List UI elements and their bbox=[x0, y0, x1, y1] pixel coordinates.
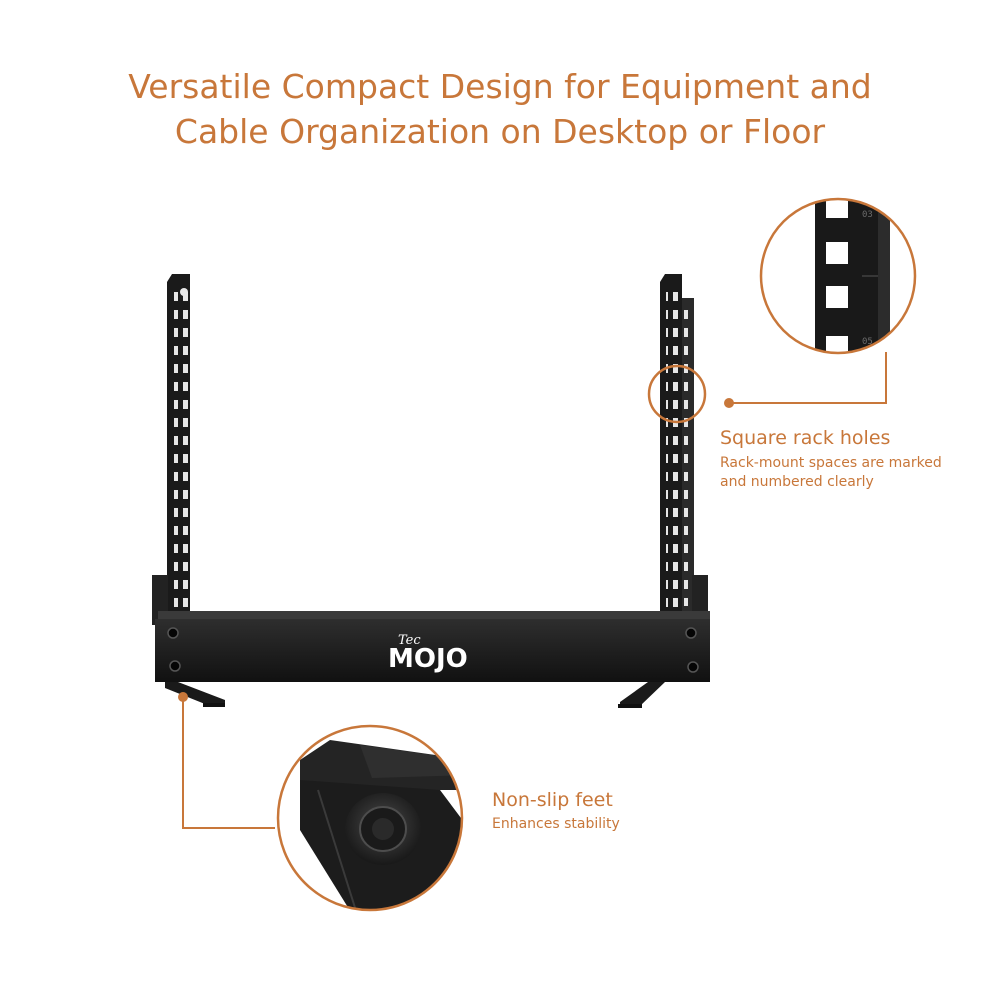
left-rail bbox=[152, 274, 190, 625]
right-rail bbox=[660, 274, 708, 625]
rack-holes-leader-line bbox=[729, 352, 887, 404]
rack-holes-description-line-1: Rack-mount spaces are marked bbox=[720, 455, 942, 471]
rail-number-03: 03 bbox=[862, 210, 873, 220]
feet-leader-line bbox=[182, 700, 275, 829]
headline: Versatile Compact Design for Equipment a… bbox=[0, 64, 1000, 154]
rack-frame: Tec MOJO bbox=[152, 274, 710, 708]
brand-logo-small: Tec bbox=[398, 633, 421, 648]
rack-holes-zoom-ring bbox=[759, 197, 917, 355]
rail-number-05: 05 bbox=[862, 337, 873, 347]
base-crossbar: Tec MOJO bbox=[155, 611, 710, 682]
headline-line-2: Cable Organization on Desktop or Floor bbox=[174, 112, 826, 151]
feet-marker-dot bbox=[178, 692, 188, 702]
rack-holes-zoom-image: 06 03 05 04 bbox=[761, 199, 915, 360]
brand-logo-main: MOJO bbox=[388, 644, 468, 674]
rail-number-04: 04 bbox=[862, 350, 873, 360]
feet-zoom-image bbox=[278, 726, 462, 910]
feet-zoom-ring bbox=[276, 724, 464, 912]
rack-holes-marker-dot bbox=[724, 398, 734, 408]
headline-line-1: Versatile Compact Design for Equipment a… bbox=[128, 67, 872, 106]
rack-holes-title: Square rack holes bbox=[720, 427, 891, 449]
rack-holes-description-line-2: and numbered clearly bbox=[720, 474, 874, 490]
rack-holes-description: Rack-mount spaces are marked and numbere… bbox=[720, 454, 942, 492]
feet-callout bbox=[178, 692, 464, 912]
feet-description: Enhances stability bbox=[492, 816, 620, 832]
rack-holes-highlight-ring bbox=[647, 364, 707, 424]
feet-title: Non-slip feet bbox=[492, 789, 613, 811]
rack-feet bbox=[165, 682, 665, 708]
